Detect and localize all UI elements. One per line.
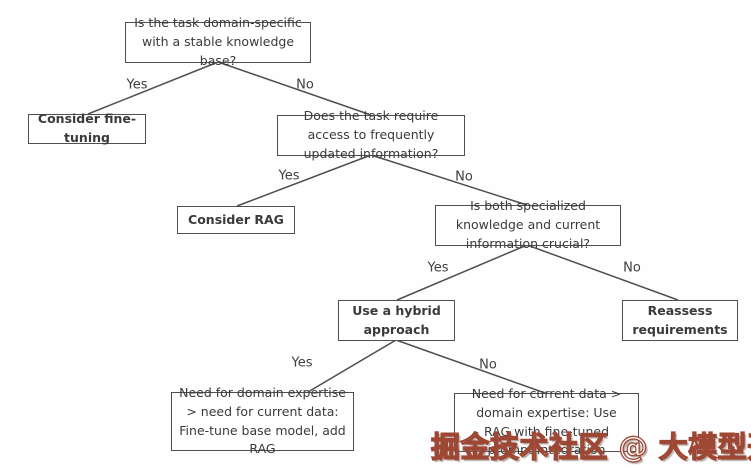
edge-label-q1-yes: Yes: [126, 77, 148, 93]
edge-label-q1-no: No: [296, 77, 314, 93]
node-question-domain-specific: Is the task domain-specific with a stabl…: [125, 15, 311, 68]
node-action-consider-fine-tuning: Consider fine-tuning: [28, 111, 146, 145]
node-action-hybrid-approach: Use a hybrid approach: [338, 300, 455, 341]
edge-label-q2-no: No: [455, 169, 473, 185]
watermark-text: 掘金技术社区 @ 大模型开发: [430, 429, 751, 464]
edge-q3-no: [526, 244, 679, 301]
node-question-updated-info: Does the task require access to frequent…: [277, 108, 465, 161]
edge-label-q3-no: No: [623, 260, 641, 276]
node-outcome-rag-with-finetuned: Need for current data > domain expertise…: [454, 386, 639, 457]
edge-label-q2-yes: Yes: [278, 168, 300, 184]
node-action-consider-rag: Consider RAG: [177, 206, 295, 234]
edge-label-q3-yes: Yes: [427, 260, 449, 276]
edge-hybrid-no: [395, 339, 546, 394]
node-action-reassess-requirements: Reassess requirements: [622, 300, 738, 341]
node-question-both-crucial: Is both specialized knowledge and curren…: [435, 198, 621, 251]
edge-label-hybrid-no: No: [479, 357, 497, 373]
edge-q2-no: [370, 154, 528, 206]
edge-q3-yes: [396, 244, 528, 301]
edge-q1-yes: [87, 61, 219, 115]
edge-hybrid-yes: [307, 339, 397, 393]
edge-q1-no: [217, 61, 372, 116]
edge-label-hybrid-yes: Yes: [291, 355, 313, 371]
edge-q2-yes: [236, 154, 372, 207]
node-outcome-finetune-add-rag: Need for domain expertise > need for cur…: [171, 385, 354, 456]
